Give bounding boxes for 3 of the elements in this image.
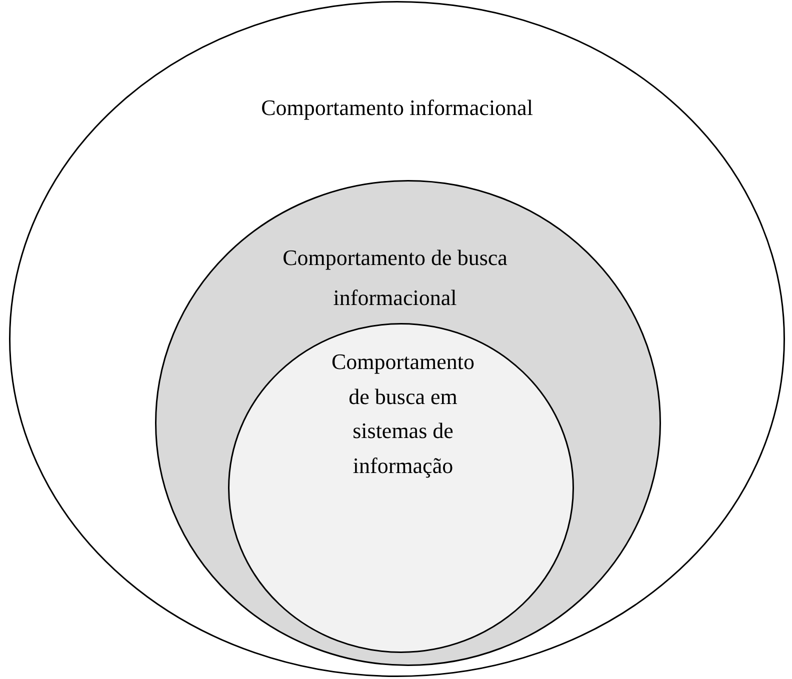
category-label: Comportamento de busca informacional <box>282 244 508 312</box>
category-label: Comportamento informacional <box>260 94 534 122</box>
category-label: Comportamento de busca em sistemas de informação <box>330 348 476 480</box>
